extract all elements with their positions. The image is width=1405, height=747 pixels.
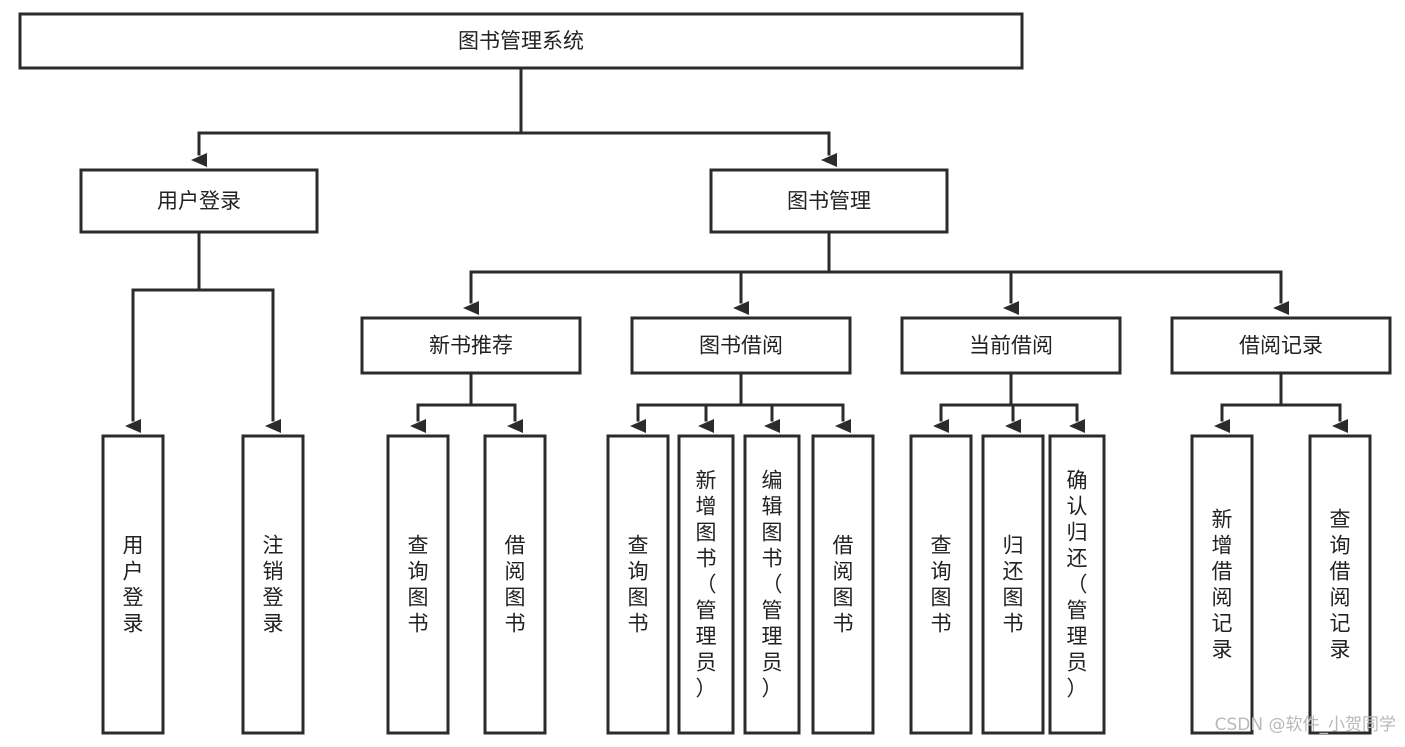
node-rect — [1190, 434, 1254, 735]
node-label: 确认归还（管理员） — [1067, 469, 1088, 701]
node-label: 新增借阅记录 — [1212, 508, 1233, 662]
node-borrow-record[interactable]: 借阅记录 — [1170, 316, 1392, 375]
node-book-borrow[interactable]: 图书借阅 — [630, 316, 852, 375]
node-rect — [1048, 434, 1106, 735]
node-label: 借阅图书 — [505, 534, 526, 636]
node-root[interactable]: 图书管理系统 — [18, 12, 1024, 70]
node-label: 查询借阅记录 — [1330, 508, 1351, 662]
node-leaf-query-book-borrow[interactable]: 查询图书 — [606, 434, 670, 735]
node-label: 查询图书 — [628, 534, 649, 636]
node-rect — [909, 434, 973, 735]
node-rect — [18, 12, 1024, 70]
node-rect — [900, 316, 1122, 375]
node-label: 用户登录 — [123, 534, 144, 636]
node-label: 归还图书 — [1003, 534, 1024, 636]
node-current-borrow[interactable]: 当前借阅 — [900, 316, 1122, 375]
node-label: 注销登录 — [263, 534, 284, 636]
node-rect — [981, 434, 1045, 735]
node-leaf-query-book-cur[interactable]: 查询图书 — [909, 434, 973, 735]
edges-layer — [125, 66, 1348, 433]
node-leaf-return-book[interactable]: 归还图书 — [981, 434, 1045, 735]
node-rect — [79, 168, 319, 234]
node-label: 当前借阅 — [969, 334, 1053, 358]
node-rect — [606, 434, 670, 735]
node-label: 图书管理 — [787, 189, 871, 213]
node-user-login[interactable]: 用户登录 — [79, 168, 319, 234]
node-rect — [1308, 434, 1372, 735]
node-rect — [743, 434, 801, 735]
node-label: 图书借阅 — [699, 334, 783, 358]
node-rect — [386, 434, 450, 735]
node-label: 图书管理系统 — [458, 29, 584, 53]
node-rect — [483, 434, 547, 735]
watermark-text: CSDN @软件_小贺同学 — [1215, 715, 1396, 735]
nodes-layer: 图书管理系统用户登录图书管理新书推荐图书借阅当前借阅借阅记录用户登录注销登录查询… — [18, 12, 1392, 735]
node-rect — [811, 434, 875, 735]
node-rect — [677, 434, 735, 735]
node-leaf-logout-login[interactable]: 注销登录 — [241, 434, 305, 735]
node-rect — [241, 434, 305, 735]
node-leaf-user-login[interactable]: 用户登录 — [101, 434, 165, 735]
node-rect — [360, 316, 582, 375]
node-label: 借阅图书 — [833, 534, 854, 636]
node-rect — [1170, 316, 1392, 375]
node-leaf-confirm-return-admin[interactable]: 确认归还（管理员） — [1048, 434, 1106, 735]
node-leaf-edit-book-admin[interactable]: 编辑图书（管理员） — [743, 434, 801, 735]
node-new-book-recommend[interactable]: 新书推荐 — [360, 316, 582, 375]
node-leaf-query-borrow-record[interactable]: 查询借阅记录 — [1308, 434, 1372, 735]
node-leaf-borrow-book[interactable]: 借阅图书 — [811, 434, 875, 735]
node-label: 借阅记录 — [1239, 334, 1323, 358]
node-label: 编辑图书（管理员） — [762, 469, 783, 701]
node-rect — [709, 168, 949, 234]
node-label: 新书推荐 — [429, 334, 513, 358]
node-leaf-query-book-rec[interactable]: 查询图书 — [386, 434, 450, 735]
node-book-manage[interactable]: 图书管理 — [709, 168, 949, 234]
node-label: 查询图书 — [408, 534, 429, 636]
node-label: 新增图书（管理员） — [696, 469, 717, 701]
node-leaf-add-borrow-record[interactable]: 新增借阅记录 — [1190, 434, 1254, 735]
node-label: 查询图书 — [931, 534, 952, 636]
node-leaf-borrow-book-rec[interactable]: 借阅图书 — [483, 434, 547, 735]
node-rect — [101, 434, 165, 735]
node-leaf-add-book-admin[interactable]: 新增图书（管理员） — [677, 434, 735, 735]
node-label: 用户登录 — [157, 189, 241, 213]
node-rect — [630, 316, 852, 375]
